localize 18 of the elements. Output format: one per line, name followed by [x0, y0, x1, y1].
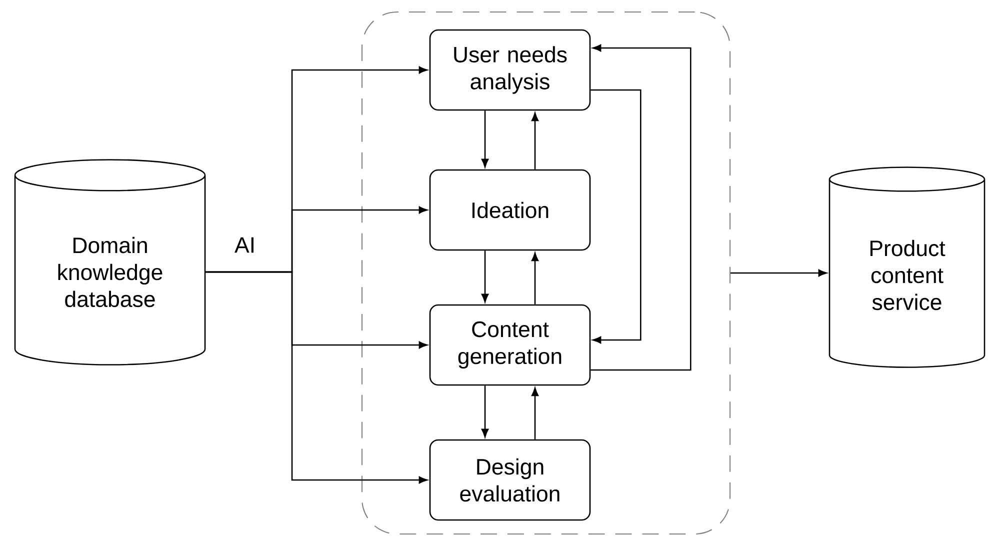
process-box: Content generation — [429, 304, 591, 386]
arrow — [531, 388, 539, 440]
arrow — [531, 112, 539, 170]
dashed-group-box — [361, 11, 731, 535]
arrow — [481, 250, 489, 302]
database-cylinder: Product content service — [828, 166, 986, 368]
process-box: Design evaluation — [429, 439, 591, 521]
arrow — [730, 269, 827, 277]
arrow — [206, 271, 428, 484]
arrow — [531, 252, 539, 304]
arrow — [590, 89, 642, 344]
database-cylinder: Domain knowledge database — [14, 159, 206, 366]
edge-label: AI — [233, 236, 257, 254]
arrow — [481, 110, 489, 168]
arrow — [590, 44, 692, 371]
process-box: User needs analysis — [429, 29, 591, 111]
arrow — [481, 386, 489, 438]
process-box: Ideation — [429, 169, 591, 251]
